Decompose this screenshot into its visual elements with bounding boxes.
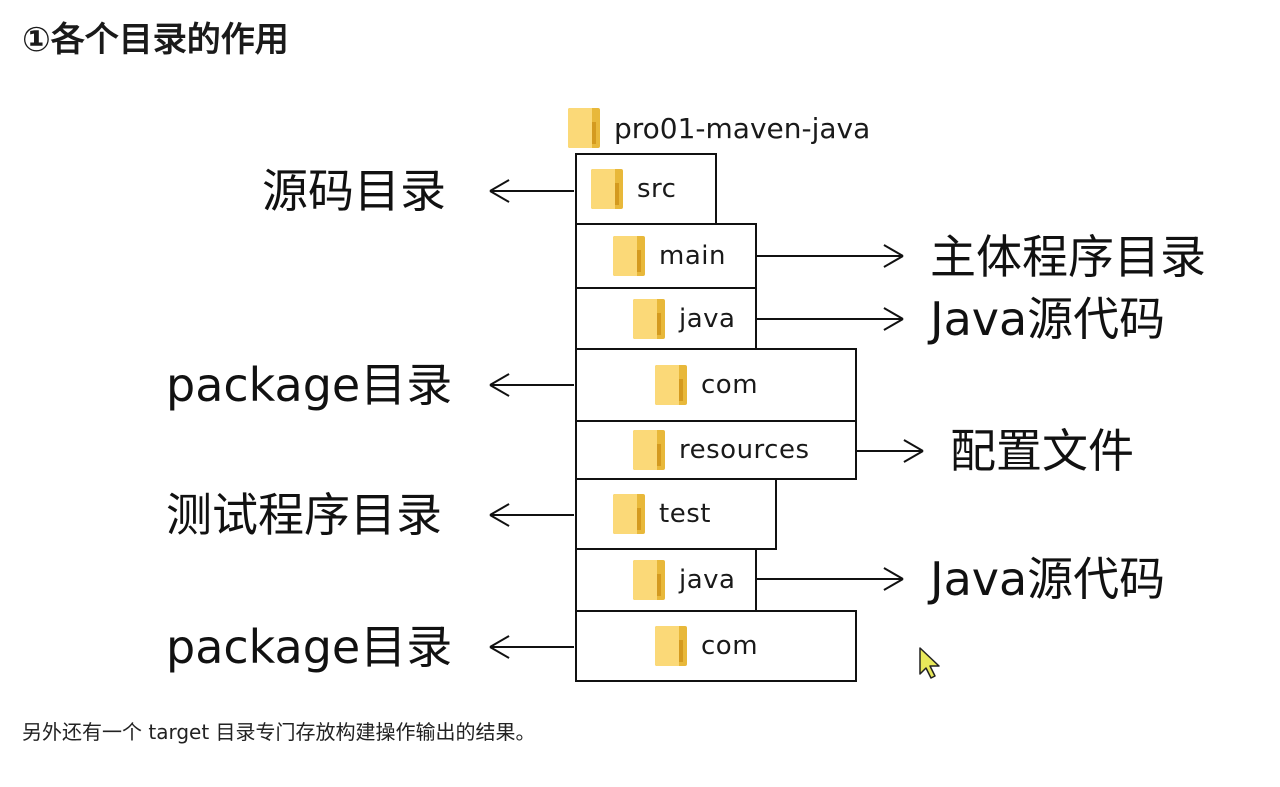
tree-root: pro01-maven-java — [568, 104, 870, 152]
arrow-right-icon — [857, 450, 923, 452]
arrow-left-icon — [490, 514, 574, 516]
page-title: ①各个目录的作用 — [22, 20, 289, 60]
tree-node-main: main — [575, 223, 757, 289]
tree-node-test-java: java — [575, 548, 757, 612]
arrow-right-icon — [757, 578, 903, 580]
arrow-left-icon — [490, 646, 574, 648]
folder-icon — [655, 626, 687, 666]
arrow-right-icon — [757, 318, 903, 320]
callout-test: 测试程序目录 — [166, 488, 442, 542]
tree-root-label: pro01-maven-java — [614, 111, 871, 145]
callout-main-java: Java源代码 — [930, 292, 1166, 346]
tree-node-main-java-label: java — [679, 304, 736, 334]
callout-resources: 配置文件 — [950, 424, 1134, 478]
folder-icon — [613, 236, 645, 276]
folder-icon — [633, 299, 665, 339]
tree-node-test: test — [575, 478, 777, 550]
callout-src: 源码目录 — [262, 164, 446, 218]
tree-node-src: src — [575, 153, 717, 225]
callout-main-package: package目录 — [166, 358, 453, 412]
folder-icon — [655, 365, 687, 405]
arrow-left-icon — [490, 190, 574, 192]
tree-node-test-com-label: com — [701, 631, 759, 661]
callout-main: 主体程序目录 — [930, 230, 1206, 284]
tree-node-main-com-label: com — [701, 370, 759, 400]
mouse-pointer-icon — [919, 647, 940, 679]
folder-icon — [633, 560, 665, 600]
tree-node-main-label: main — [659, 241, 726, 271]
arrow-right-icon — [757, 255, 903, 257]
tree-node-resources-label: resources — [679, 435, 810, 465]
folder-icon — [613, 494, 645, 534]
tree-node-test-label: test — [659, 499, 711, 529]
tree-node-src-label: src — [637, 174, 677, 204]
callout-test-package: package目录 — [166, 620, 453, 674]
folder-icon — [633, 430, 665, 470]
tree-node-test-com: com — [575, 610, 857, 682]
arrow-left-icon — [490, 384, 574, 386]
tree-node-main-java: java — [575, 287, 757, 351]
folder-icon — [591, 169, 623, 209]
tree-node-test-java-label: java — [679, 565, 736, 595]
tree-node-main-com: com — [575, 348, 857, 422]
callout-test-java: Java源代码 — [930, 552, 1166, 606]
tree-node-resources: resources — [575, 420, 857, 480]
footer-note: 另外还有一个 target 目录专门存放构建操作输出的结果。 — [22, 720, 536, 744]
folder-icon — [568, 108, 600, 148]
